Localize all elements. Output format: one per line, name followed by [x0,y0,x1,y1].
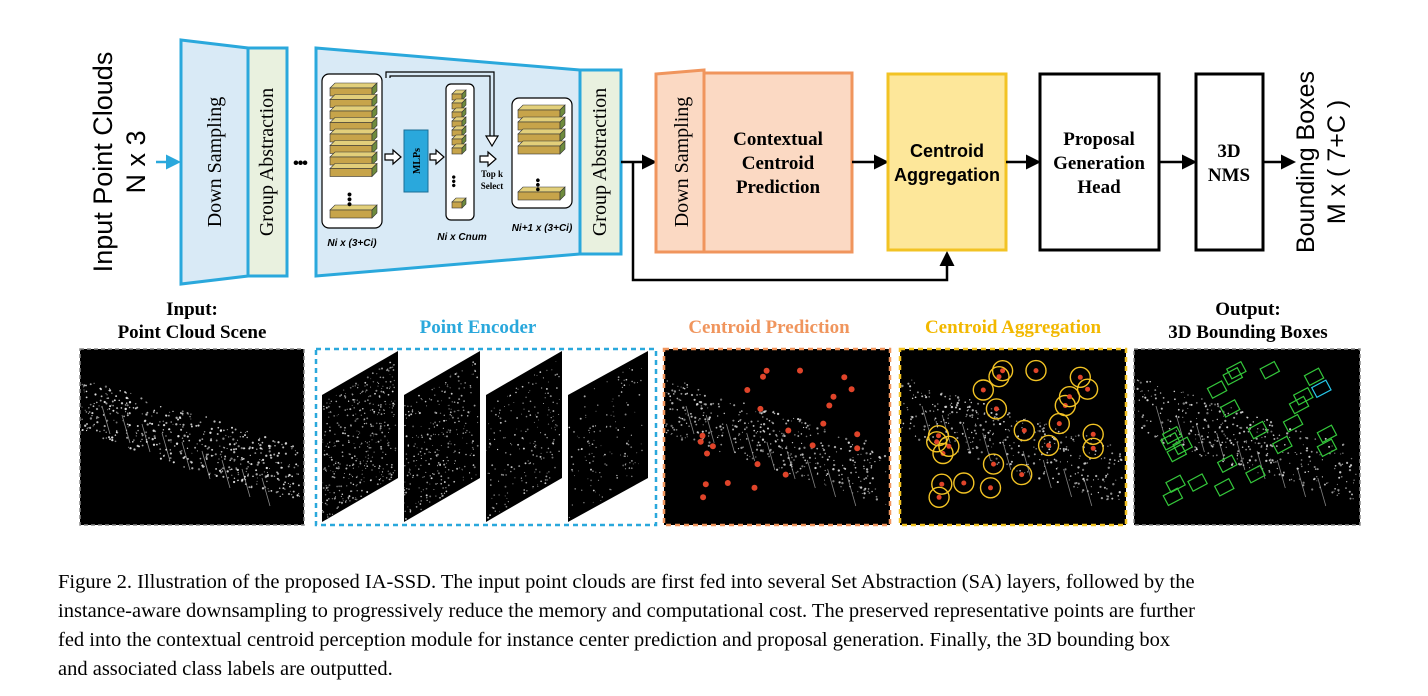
skip-arrowhead [484,135,500,148]
group-abstraction-label-1: Group Abstraction [256,88,278,236]
hollow-arrow-1 [384,148,402,166]
proposal-line-1: Proposal [1063,129,1134,150]
centroid-prediction-cloud [665,367,887,507]
nms-line-1: 3D [1217,141,1240,162]
skip-connection-inner [389,75,491,140]
panel-label-centroid-prediction: Centroid Prediction [688,317,850,338]
output-bounding-boxes-cloud [1136,360,1357,507]
ccp-block: Down Sampling Contextual Centroid Predic… [654,68,854,254]
aggregation-line-2: Aggregation [894,165,1000,185]
ccp-down-sampling-label: Down Sampling [671,97,693,228]
dims-in-label: Ni x (3+Ci) [327,238,377,249]
proposal-head-block [1038,72,1161,252]
output-feature-dots: ••• [531,178,546,192]
score-stack [451,89,467,209]
group-abstraction-label-2: Group Abstraction [589,88,611,236]
input-point-cloud [81,382,301,507]
arrow-sa-to-aggregation [631,162,955,282]
ellipsis: ••• [293,155,308,172]
hollow-arrow-3 [479,150,497,168]
score-dots: ••• [447,175,461,188]
panel-label-centroid-aggregation: Centroid Aggregation [924,317,1102,338]
centroid-aggregation-block [886,72,1008,252]
output-dims: M x ( 7+C ) [1323,100,1351,224]
sa-block-2: Group Abstraction ••• Ni x (3+Ci) MLPs •… [314,46,623,278]
figure-caption: Figure 2. Illustration of the proposed I… [58,568,1388,684]
centroid-aggregation-cloud [901,359,1123,508]
panel-label-output: Output: 3D Bounding Boxes [1168,299,1328,343]
down-sampling-label-1: Down Sampling [204,97,226,228]
sa-block-1: Down Sampling Group Abstraction [179,38,289,286]
ccp-title-line-2: Centroid [742,153,815,174]
nms-block [1194,72,1265,252]
caption-line-3: fed into the contextual centroid percept… [58,629,1171,651]
dims-out-label: Ni+1 x (3+Ci) [512,223,573,234]
ia-ssd-architecture-diagram: Input Point Clouds N x 3 Down Sampling G… [79,38,1361,527]
nms-line-2: NMS [1208,165,1250,186]
panel-input-scene [79,348,305,526]
top-k-label: Top k [481,169,503,179]
panel-label-input: Input: Point Cloud Scene [117,299,267,343]
proposal-line-3: Head [1077,177,1121,198]
caption-line-2: instance-aware downsampling to progressi… [58,600,1195,622]
proposal-line-2: Generation [1053,153,1145,174]
input-feature-dots: ••• [342,192,358,207]
aggregation-line-1: Centroid [910,141,984,161]
skip-connection [385,71,495,140]
caption-line-4: and associated class labels are outputte… [58,658,393,680]
encoder-frame-4 [568,351,648,522]
dims-mid-label: Ni x Cnum [437,232,487,243]
mlps-block [403,129,429,193]
input-label: Input Point Clouds [88,52,118,273]
encoder-frame-2 [404,351,480,522]
ccp-prediction-box [702,71,854,254]
input-dims: N x 3 [121,130,151,193]
ccp-title-line-3: Prediction [736,177,821,198]
output-label: Bounding Boxes [1292,71,1320,253]
encoder-point-clouds [321,361,643,520]
hollow-arrow-2 [429,148,445,166]
group-abstraction-block-2 [578,68,623,256]
mlps-label: MLPs [412,148,423,174]
panel-label-encoder: Point Encoder [419,317,537,338]
caption-line-1: Figure 2. Illustration of the proposed I… [58,571,1195,593]
ccp-title-line-1: Contextual [733,129,823,150]
output-feature-stack [517,104,566,201]
select-label: Select [481,181,504,191]
input-feature-stack [329,82,378,219]
encoder-frame-3 [486,351,562,522]
group-abstraction-block-1 [246,46,289,278]
